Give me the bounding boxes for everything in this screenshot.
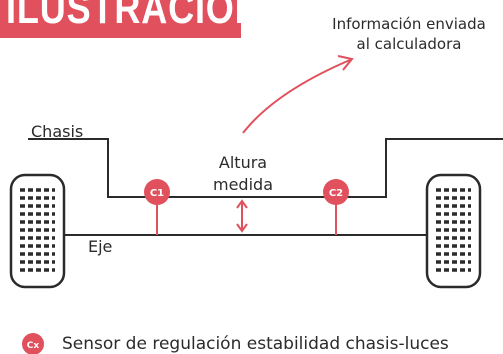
info-line-1: Información enviada — [332, 15, 486, 33]
measured-height-line-2: medida — [213, 175, 273, 194]
info-line-2: al calculadora — [356, 35, 462, 53]
legend-text: Sensor de regulación estabilidad chasis-… — [62, 334, 449, 354]
measured-height-line-1: Altura — [218, 153, 268, 172]
chassis-label: Chasis — [31, 122, 84, 141]
axle-label: Eje — [88, 237, 113, 256]
info-annotation: Información enviada al calculadora — [318, 14, 500, 54]
double-arrow-icon — [236, 199, 248, 233]
sensor-badge-icon: Cx — [22, 333, 44, 354]
sensor-badge-c1: C1 — [144, 179, 170, 205]
legend-badge: Cx — [27, 341, 40, 351]
sensor-badge-c2: C2 — [323, 179, 349, 205]
curved-arrow-icon — [242, 55, 354, 134]
title-banner: ILUSTRACIÓN — [0, 0, 241, 38]
wheel-icon — [9, 173, 66, 289]
measured-height-label: Altura medida — [199, 152, 287, 196]
chassis-line — [28, 138, 503, 198]
title: ILUSTRACIÓN — [6, 0, 241, 33]
sensor-label: C2 — [329, 188, 343, 199]
sensor-label: C1 — [150, 188, 164, 199]
wheel-icon — [425, 173, 482, 289]
